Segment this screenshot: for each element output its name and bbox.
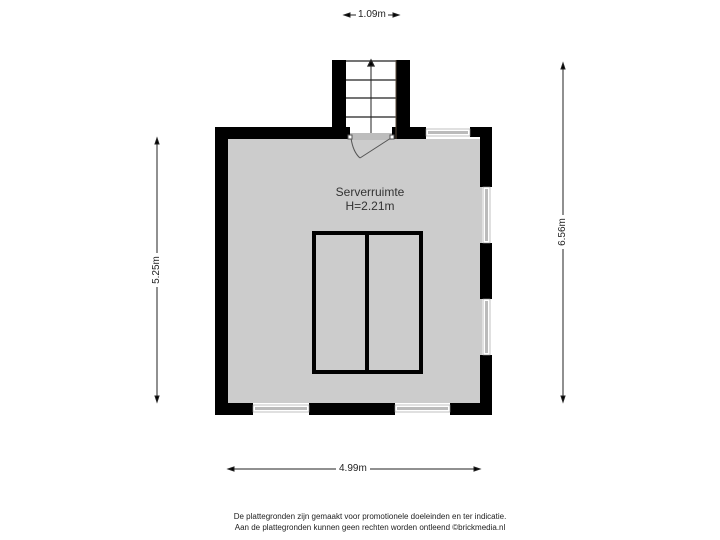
- dimension-right-height: 6.56m: [557, 215, 569, 249]
- door: [347, 134, 395, 159]
- disclaimer-line-1: De plattegronden zijn gemaakt voor promo…: [233, 512, 507, 521]
- room-height: H=2.21m: [345, 199, 395, 213]
- walls: [215, 60, 492, 415]
- server-rack: [312, 231, 423, 374]
- room-floor: [228, 139, 482, 403]
- windows: [252, 128, 491, 413]
- room-label: Serverruimte H=2.21m: [320, 185, 420, 213]
- dimension-left-height: 5.25m: [151, 253, 163, 287]
- room-name: Serverruimte: [335, 185, 405, 199]
- dimension-top-width: 1.09m: [356, 9, 388, 21]
- door-threshold: [350, 133, 392, 140]
- dimension-bottom-width: 4.99m: [336, 463, 370, 475]
- stairs: [346, 58, 397, 139]
- disclaimer: De plattegronden zijn gemaakt voor promo…: [0, 511, 720, 533]
- disclaimer-line-2: Aan de plattegronden kunnen geen rechten…: [234, 523, 506, 532]
